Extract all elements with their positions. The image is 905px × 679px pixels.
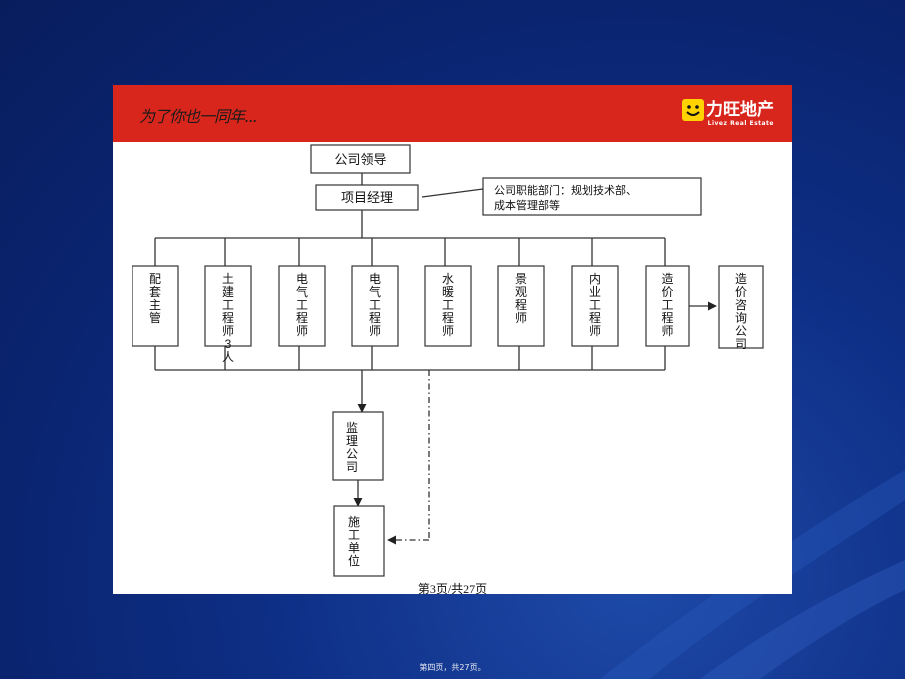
label-role-4: 电气工程师 xyxy=(369,272,381,338)
slide: 为了你也一同年... 力旺地产 Livez Real Estate xyxy=(113,85,792,596)
node-role-4 xyxy=(351,265,399,347)
label-role-7: 内业工程师 xyxy=(589,272,601,338)
brand-logo: 力旺地产 Livez Real Estate xyxy=(682,99,774,127)
label-role-6: 景观程师 xyxy=(515,272,527,325)
node-role-1 xyxy=(132,265,179,347)
label-company-leader: 公司领导 xyxy=(334,152,386,167)
node-construction xyxy=(333,505,385,577)
node-labels: 公司领导 项目经理 公司职能部门：规划技术部、 成本管理部等 xyxy=(334,152,637,212)
node-role-5 xyxy=(424,265,472,347)
node-role-3 xyxy=(278,265,326,347)
node-role-6 xyxy=(497,265,545,347)
org-chart-svg: 公司领导 项目经理 公司职能部门：规划技术部、 成本管理部等 配套主管 土建工程师… xyxy=(132,144,764,577)
label-consult: 造价咨询公司 xyxy=(735,272,747,351)
node-role-8 xyxy=(645,265,690,347)
brand-name: 力旺地产 xyxy=(706,100,774,120)
label-project-manager: 项目经理 xyxy=(341,190,393,205)
node-functional-dept xyxy=(482,177,702,216)
node-company-leader xyxy=(310,144,411,174)
node-project-manager xyxy=(315,184,419,211)
label-functional-dept-line1: 公司职能部门：规划技术部、 xyxy=(494,183,637,197)
connectors xyxy=(154,172,717,545)
label-construction: 施工单位 xyxy=(348,515,360,568)
smiley-logo-icon xyxy=(682,99,704,121)
slogan-text: 为了你也一同年... xyxy=(139,107,257,126)
node-boxes xyxy=(132,144,764,577)
label-functional-dept-line2: 成本管理部等 xyxy=(494,198,560,212)
brand-english: Livez Real Estate xyxy=(707,120,774,127)
node-role-2 xyxy=(204,265,252,347)
node-supervision xyxy=(332,411,384,481)
label-supervision: 监理公司 xyxy=(346,421,358,474)
footer-text: 第四页，共27页。 xyxy=(419,663,486,672)
label-role-1: 配套主管 xyxy=(149,272,161,325)
label-role-5: 水暖工程师 xyxy=(442,272,454,338)
node-consult xyxy=(718,265,764,349)
page-number: 第3页/共27页 xyxy=(417,582,488,596)
header-banner: 为了你也一同年... 力旺地产 Livez Real Estate xyxy=(113,85,792,142)
org-chart: 公司领导 项目经理 公司职能部门：规划技术部、 成本管理部等 配套主管 土建工程师… xyxy=(132,142,764,578)
label-role-3: 电气工程师 xyxy=(296,272,308,338)
node-role-7 xyxy=(571,265,619,347)
label-role-8: 造价工程师 xyxy=(661,272,673,338)
